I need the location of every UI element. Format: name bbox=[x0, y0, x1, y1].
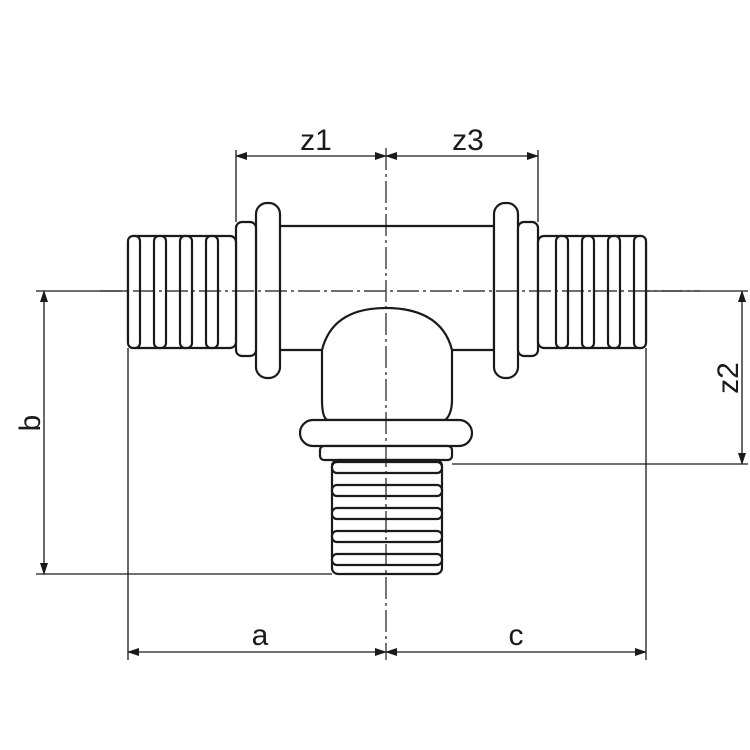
dimension-b: b bbox=[14, 290, 48, 575]
label-z2: z2 bbox=[712, 362, 745, 394]
bottom-rib bbox=[330, 552, 444, 567]
dimension-z1: z1 bbox=[235, 124, 387, 160]
bottom-barbed-insert bbox=[330, 458, 444, 576]
right-barbed-insert bbox=[536, 234, 648, 350]
left-rib bbox=[126, 234, 142, 350]
right-rib bbox=[580, 234, 596, 350]
dimension-c: c bbox=[385, 619, 647, 656]
right-rib bbox=[632, 234, 648, 350]
label-z3: z3 bbox=[452, 124, 484, 157]
bottom-rib bbox=[330, 506, 444, 521]
right-collar bbox=[492, 201, 540, 380]
branch-dome bbox=[320, 306, 454, 422]
bottom-rib bbox=[330, 529, 444, 544]
bottom-rib bbox=[330, 460, 444, 475]
label-c: c bbox=[509, 619, 524, 652]
left-rib bbox=[152, 234, 168, 350]
right-rib bbox=[554, 234, 570, 350]
left-inner-collar bbox=[234, 220, 258, 358]
label-a: a bbox=[252, 619, 269, 652]
label-b: b bbox=[14, 415, 47, 432]
dimension-z3: z3 bbox=[385, 124, 539, 160]
bottom-rib bbox=[330, 483, 444, 498]
right-rib bbox=[606, 234, 622, 350]
left-barbed-insert bbox=[126, 234, 238, 350]
right-inner-collar bbox=[516, 220, 540, 358]
dimension-a: a bbox=[127, 619, 387, 656]
label-z1: z1 bbox=[300, 124, 332, 157]
extension-lines bbox=[36, 150, 748, 660]
left-rib bbox=[178, 234, 194, 350]
left-rib bbox=[204, 234, 220, 350]
dimension-z2: z2 bbox=[712, 290, 746, 465]
